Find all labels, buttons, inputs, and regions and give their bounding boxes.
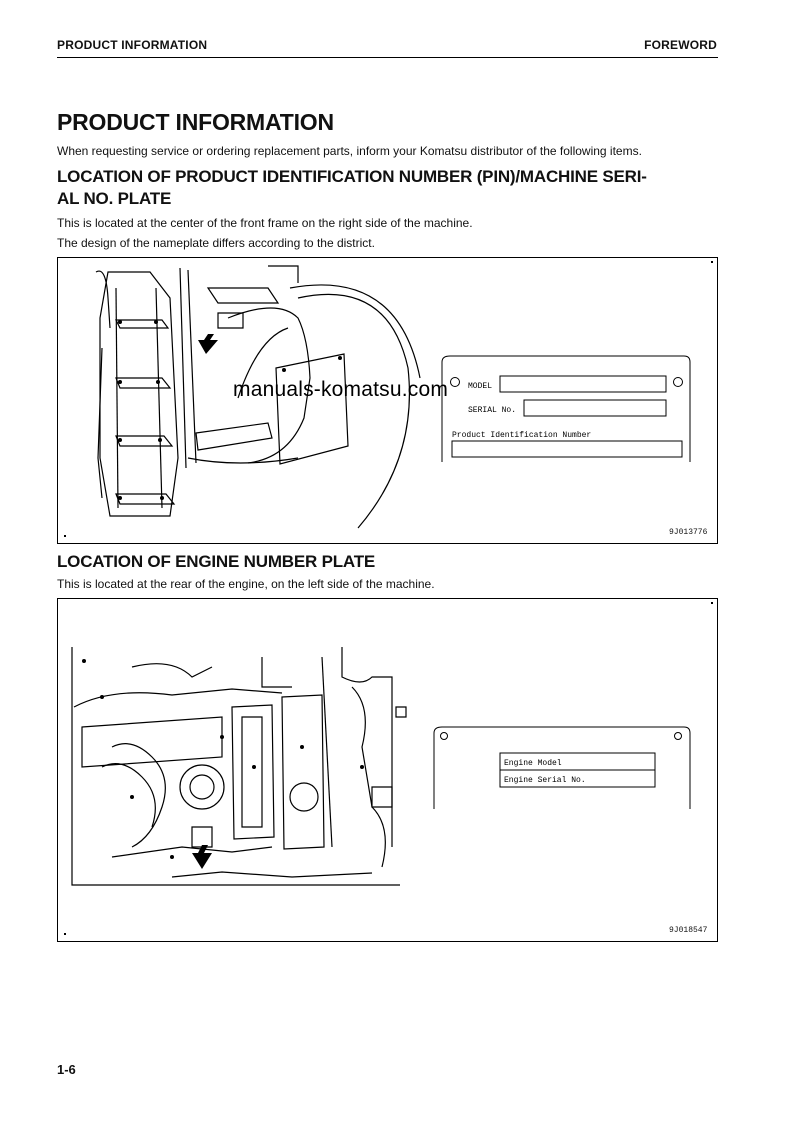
intro-paragraph: When requesting service or ordering repl… bbox=[57, 144, 642, 158]
corner-mark bbox=[64, 933, 66, 935]
engine-rear-illustration bbox=[71, 647, 407, 886]
corner-mark bbox=[711, 261, 713, 263]
model-label: MODEL bbox=[468, 382, 492, 391]
page-number: 1-6 bbox=[57, 1062, 76, 1077]
pin-heading-line1: LOCATION OF PRODUCT IDENTIFICATION NUMBE… bbox=[57, 167, 647, 186]
serial-field bbox=[523, 399, 667, 417]
figure-id: 9J013776 bbox=[669, 528, 708, 537]
plate-rivet-icon bbox=[674, 732, 682, 740]
machine-front-frame-illustration bbox=[95, 265, 421, 529]
plate-rivet-icon bbox=[440, 732, 448, 740]
pin-label: Product Identification Number bbox=[452, 431, 591, 440]
watermark: manuals-komatsu.com bbox=[233, 378, 449, 401]
pin-location-text: This is located at the center of the fro… bbox=[57, 216, 473, 230]
model-field bbox=[499, 375, 667, 393]
pin-plate-figure: MODEL SERIAL No. Product Identification … bbox=[57, 257, 718, 544]
header-rule bbox=[57, 57, 718, 58]
figure-id: 9J018547 bbox=[669, 926, 708, 935]
pin-heading-line2: AL NO. PLATE bbox=[57, 189, 172, 208]
engine-section-heading: LOCATION OF ENGINE NUMBER PLATE bbox=[57, 552, 376, 571]
pin-section-heading: LOCATION OF PRODUCT IDENTIFICATION NUMBE… bbox=[57, 166, 727, 210]
running-header-left: PRODUCT INFORMATION bbox=[57, 38, 208, 52]
running-header-right: FOREWORD bbox=[644, 38, 717, 52]
pin-design-note: The design of the nameplate differs acco… bbox=[57, 236, 375, 250]
engine-serial-label: Engine Serial No. bbox=[504, 776, 586, 785]
corner-mark bbox=[64, 535, 66, 537]
corner-mark bbox=[711, 602, 713, 604]
page-title: PRODUCT INFORMATION bbox=[57, 109, 334, 135]
plate-rivet-icon bbox=[673, 377, 683, 387]
engine-nameplate: Engine Model Engine Serial No. bbox=[433, 726, 691, 809]
pin-nameplate: MODEL SERIAL No. Product Identification … bbox=[441, 355, 691, 462]
pin-field bbox=[451, 440, 683, 458]
engine-model-label: Engine Model bbox=[504, 759, 562, 768]
plate-rivet-icon bbox=[450, 377, 460, 387]
engine-location-text: This is located at the rear of the engin… bbox=[57, 577, 435, 591]
engine-plate-figure: Engine Model Engine Serial No. 9J018547 bbox=[57, 598, 718, 942]
serial-label: SERIAL No. bbox=[468, 406, 516, 415]
